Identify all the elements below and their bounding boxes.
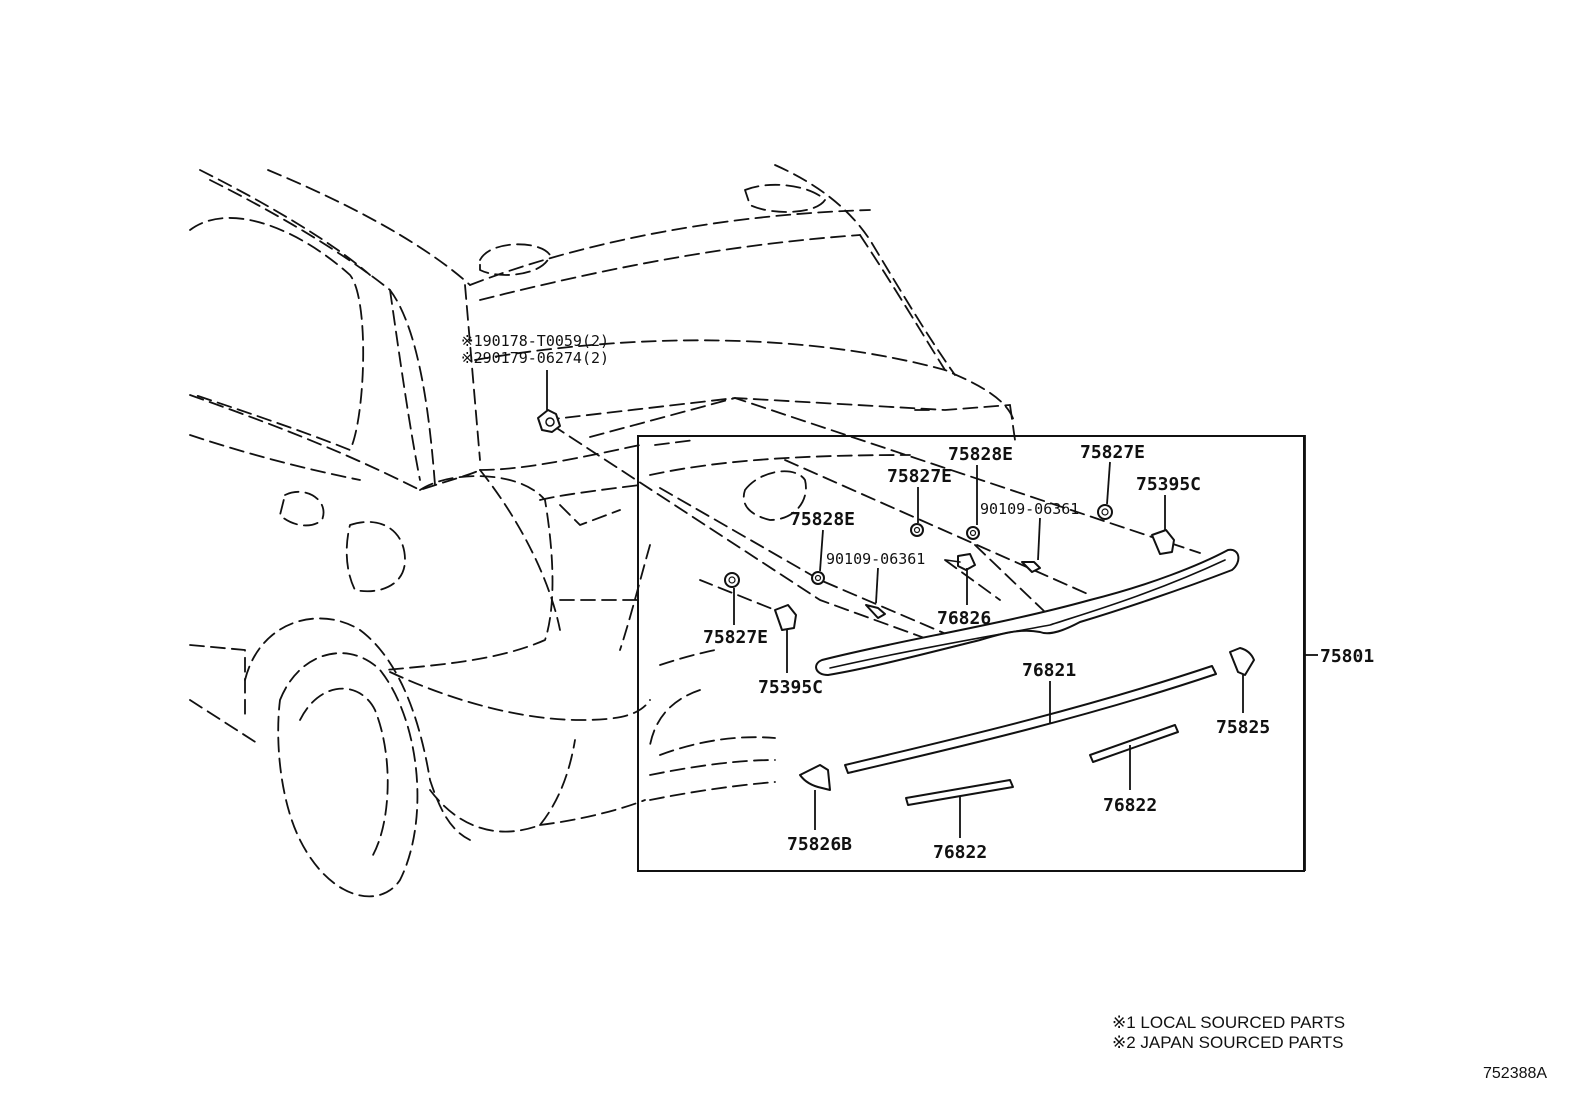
legend: ※1 LOCAL SOURCED PARTS ※2 JAPAN SOURCED … — [1112, 1013, 1345, 1052]
guide-lines — [551, 397, 1201, 641]
label-75828E-left: 75828E — [790, 509, 855, 530]
label-75827E-mid: 75827E — [887, 466, 952, 487]
molding-strip-left — [905, 779, 1014, 806]
sourced-callout-1: ※190178-T0059(2) — [461, 332, 609, 350]
label-75827E-top: 75827E — [1080, 442, 1145, 463]
end-cap-75826B — [799, 764, 831, 791]
end-cap-75825 — [1229, 647, 1255, 676]
leader-lines — [546, 370, 1318, 871]
label-90109-right: 90109-06361 — [980, 500, 1079, 518]
fasteners — [537, 409, 1175, 631]
label-76826: 76826 — [937, 608, 991, 629]
label-75825: 75825 — [1216, 717, 1270, 738]
label-75826B: 75826B — [787, 834, 852, 855]
label-76822-right: 76822 — [1103, 795, 1157, 816]
parts-group-box — [637, 435, 1305, 872]
legend-line-2: ※2 JAPAN SOURCED PARTS — [1112, 1033, 1344, 1052]
legend-line-1: ※1 LOCAL SOURCED PARTS — [1112, 1013, 1345, 1032]
vehicle-outline — [189, 164, 1016, 898]
label-75801: 75801 — [1320, 646, 1374, 667]
label-75828E-top: 75828E — [948, 444, 1013, 465]
molding-part — [844, 665, 1217, 774]
label-75395C-low: 75395C — [758, 677, 823, 698]
label-75395C-right: 75395C — [1136, 474, 1201, 495]
label-76821: 76821 — [1022, 660, 1076, 681]
label-75827E-low: 75827E — [703, 627, 768, 648]
molding-strip-right — [1089, 724, 1179, 763]
callout-labels: ※190178-T0059(2) ※290179-06274(2) 75801 … — [461, 332, 1374, 863]
rear-spoiler-part — [815, 548, 1240, 676]
label-90109-left: 90109-06361 — [826, 550, 925, 568]
figure-reference: 752388A — [1483, 1065, 1547, 1082]
sourced-callout-2: ※290179-06274(2) — [461, 349, 609, 367]
label-76822-left: 76822 — [933, 842, 987, 863]
